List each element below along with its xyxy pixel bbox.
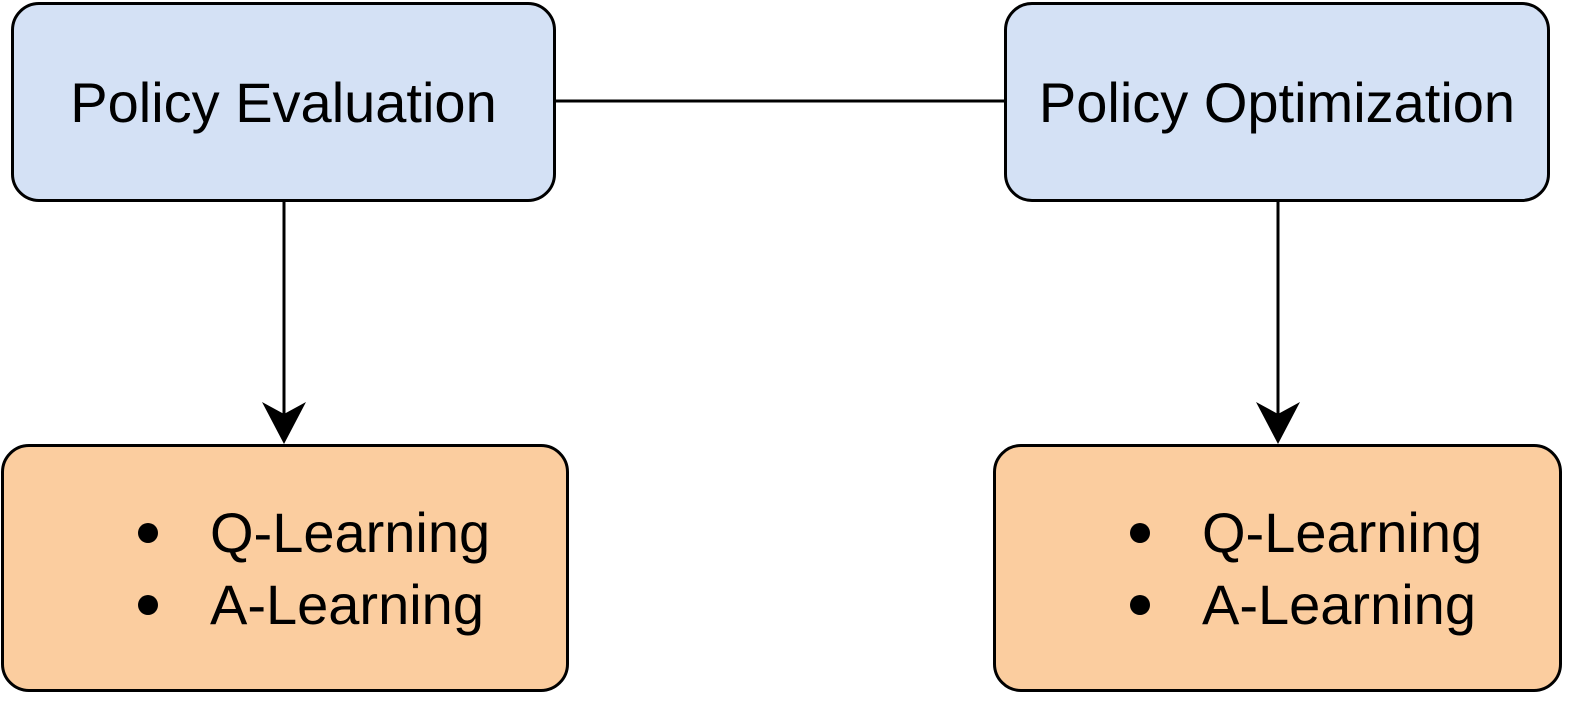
bullet-icon bbox=[1130, 595, 1150, 615]
policy-optimization-label: Policy Optimization bbox=[1038, 70, 1516, 134]
method-label: A-Learning bbox=[210, 573, 484, 636]
arrow-optimization-head bbox=[1256, 402, 1300, 444]
bullet-icon bbox=[138, 523, 158, 543]
list-item: A-Learning bbox=[1130, 569, 1482, 641]
policy-evaluation-node: Policy Evaluation bbox=[11, 2, 556, 202]
list-item: Q-Learning bbox=[1130, 497, 1482, 569]
method-label: A-Learning bbox=[1202, 573, 1476, 636]
method-label: Q-Learning bbox=[1202, 501, 1483, 564]
policy-evaluation-label: Policy Evaluation bbox=[70, 70, 497, 134]
bullet-icon bbox=[138, 595, 158, 615]
bullet-icon bbox=[1130, 523, 1150, 543]
optimization-methods-list: Q-Learning A-Learning bbox=[1130, 497, 1482, 641]
policy-optimization-node: Policy Optimization bbox=[1004, 2, 1550, 202]
method-label: Q-Learning bbox=[210, 501, 491, 564]
list-item: A-Learning bbox=[138, 569, 490, 641]
evaluation-methods-list: Q-Learning A-Learning bbox=[138, 497, 490, 641]
optimization-methods-node: Q-Learning A-Learning bbox=[993, 444, 1562, 692]
evaluation-methods-node: Q-Learning A-Learning bbox=[1, 444, 569, 692]
arrow-evaluation-head bbox=[262, 402, 306, 444]
list-item: Q-Learning bbox=[138, 497, 490, 569]
